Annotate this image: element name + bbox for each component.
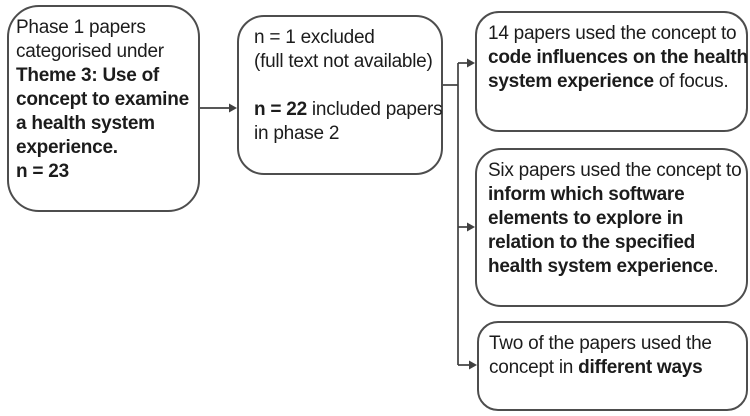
text-line: n = 1 excluded — [254, 27, 375, 48]
text-line: Theme 3: Use of — [16, 65, 160, 86]
text-line: code influences on the health — [488, 47, 748, 68]
arrow-phase1-to-phase2 — [200, 103, 237, 113]
text-line: Two of the papers used the — [489, 333, 712, 354]
text-line: relation to the specified — [488, 232, 696, 253]
text-line: system experience of focus. — [488, 71, 729, 92]
text-line: Six papers used the concept to — [488, 160, 742, 181]
text-line: Phase 1 papers — [16, 17, 146, 38]
text-line: elements to explore in — [488, 208, 684, 229]
arrow-to-outcome-software — [458, 222, 475, 232]
box-outcome-inform-software: Six papers used the concept to inform whi… — [475, 148, 748, 307]
text-line: in phase 2 — [254, 123, 340, 144]
box-excluded-included: n = 1 excluded(full text not available) … — [237, 15, 443, 175]
text-line: 14 papers used the concept to — [488, 23, 737, 44]
text-line: inform which software — [488, 184, 685, 205]
text-line: concept in different ways — [489, 357, 703, 378]
text-line: (full text not available) — [254, 51, 433, 72]
arrow-to-outcome-different — [458, 360, 477, 370]
box-outcome-different-ways: Two of the papers used the concept in dif… — [477, 321, 748, 411]
text-line — [254, 74, 439, 98]
text-line: a health system — [16, 113, 155, 134]
box-outcome-code-influences: 14 papers used the concept to code influe… — [475, 11, 748, 132]
text-line: n = 22 included papers — [254, 99, 443, 120]
arrow-to-outcome-code — [458, 58, 475, 68]
text-line: concept to examine — [16, 89, 189, 110]
text-line: n = 23 — [16, 161, 69, 182]
text-line: experience. — [16, 137, 118, 158]
text-line: categorised under — [16, 41, 164, 62]
text-line: health system experience. — [488, 256, 719, 277]
